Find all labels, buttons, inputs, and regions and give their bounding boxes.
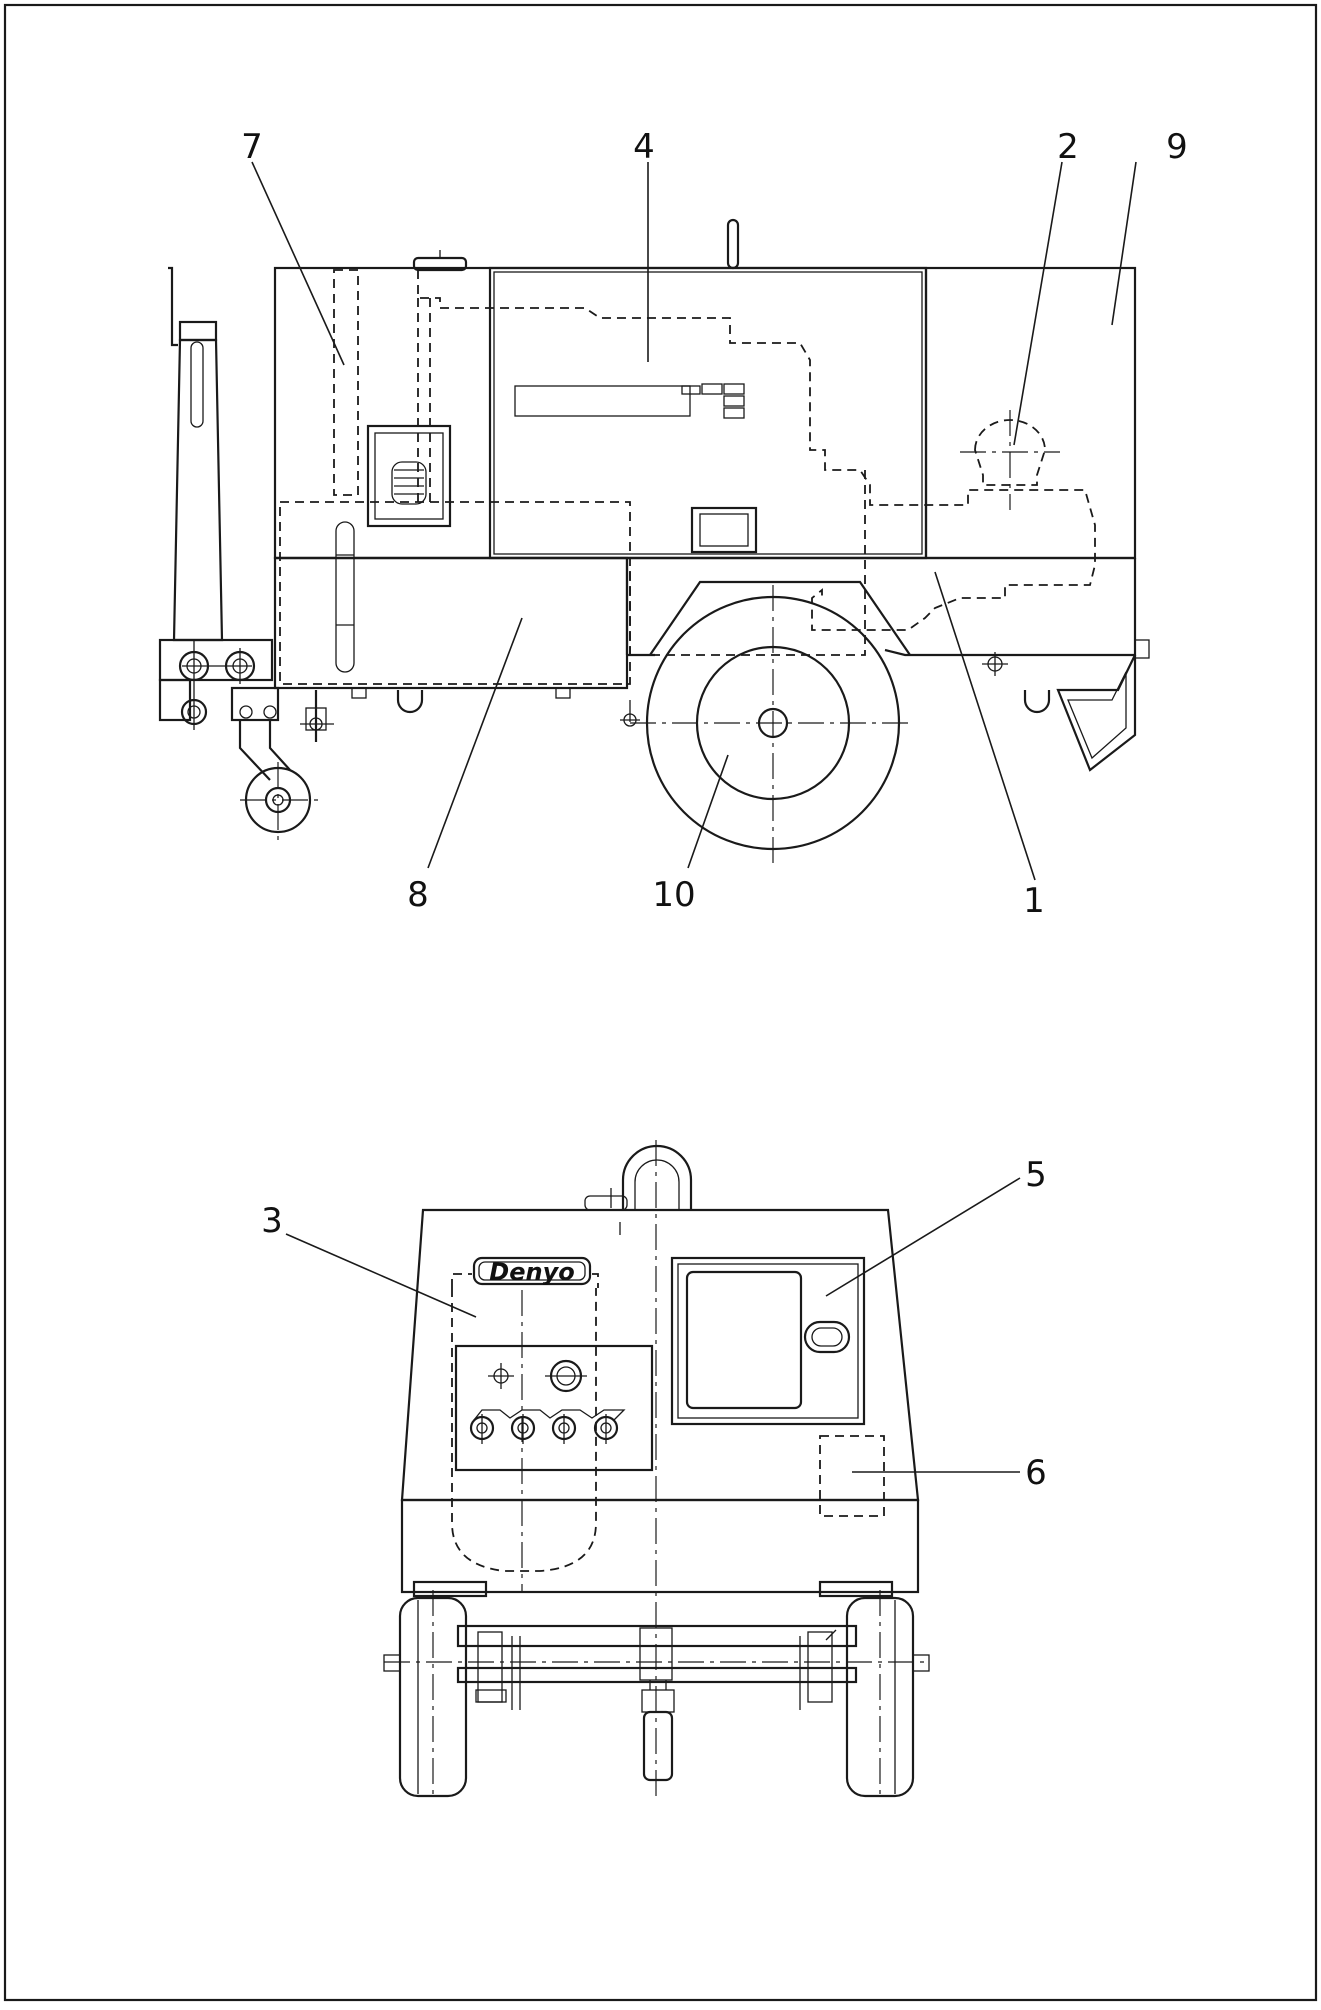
undercarriage — [383, 1580, 930, 1800]
leader-2 — [1013, 161, 1063, 446]
callout-5: 5 — [1025, 1155, 1047, 1195]
callout-1: 1 — [1023, 881, 1045, 921]
lifting-eye — [584, 1144, 693, 1211]
leader-1 — [934, 571, 1036, 881]
leader-5 — [825, 1177, 1021, 1297]
callout-4: 4 — [633, 127, 655, 167]
drawbar — [158, 266, 274, 730]
leader-9 — [1111, 161, 1137, 326]
main-wheel — [630, 580, 912, 865]
jack-stand — [300, 690, 334, 742]
front-view: Denyo — [261, 1140, 1047, 1800]
logo-plate — [472, 1256, 592, 1286]
sheet-border — [3, 3, 1318, 2002]
callout-8: 8 — [407, 875, 429, 915]
callout-2: 2 — [1057, 127, 1079, 167]
caster-wheel — [230, 686, 318, 840]
hidden-lines-side — [279, 269, 1096, 685]
side-view: 7 4 2 9 8 10 1 — [158, 127, 1188, 921]
denyo-logo: Denyo — [489, 1258, 574, 1286]
front-housing: Denyo — [400, 1208, 920, 1594]
leader-7 — [251, 161, 345, 366]
generator-enclosure — [273, 218, 1150, 772]
output-terminals — [469, 1409, 626, 1444]
side-callout-leaders — [251, 161, 1137, 881]
leader-8 — [427, 617, 523, 869]
callout-10: 10 — [652, 875, 695, 915]
callout-9: 9 — [1166, 127, 1188, 167]
leader-3 — [285, 1233, 477, 1318]
leader-10 — [687, 754, 729, 869]
callout-7: 7 — [241, 127, 263, 167]
callout-6: 6 — [1025, 1453, 1047, 1493]
front-callout-leaders — [285, 1177, 1021, 1473]
callout-3: 3 — [261, 1201, 283, 1241]
